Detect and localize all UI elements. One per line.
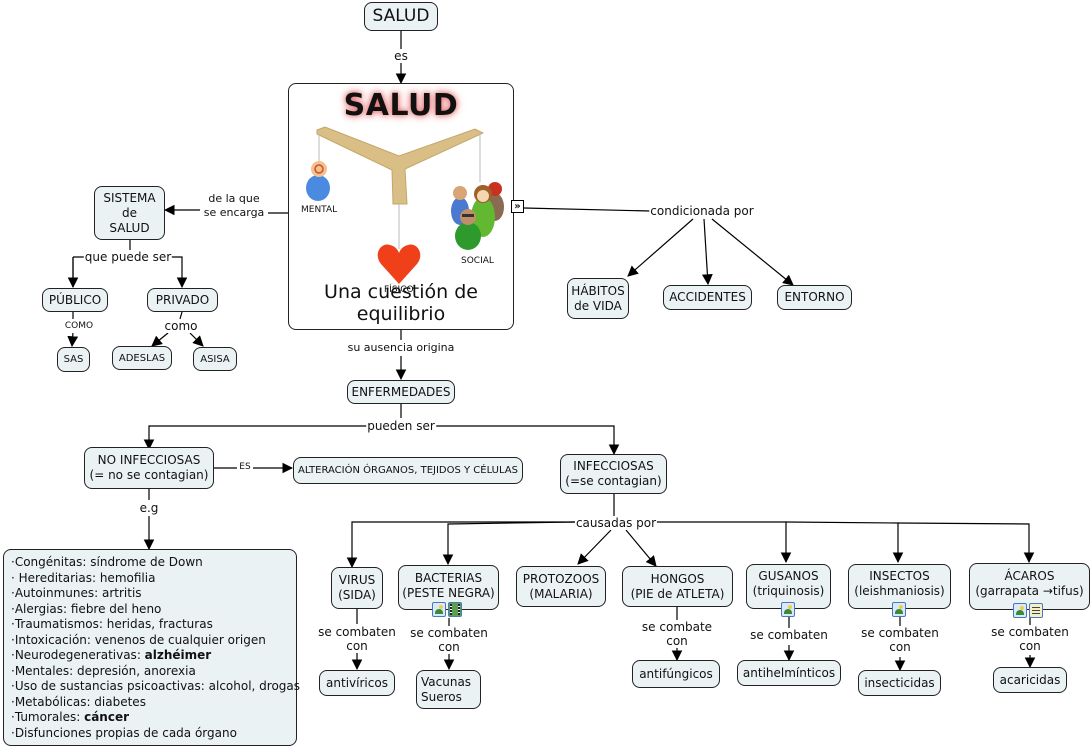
link-label-gusanos-combat: se combaten	[749, 628, 829, 642]
concept-asisa[interactable]: ASISA	[193, 347, 237, 371]
central-title: SALUD	[343, 88, 459, 123]
heart-icon	[377, 244, 421, 284]
expand-icon[interactable]: »	[511, 200, 524, 213]
concept-alteracion[interactable]: ALTERACIÓN ÓRGANOS, TEJIDOS Y CÉLULAS	[293, 457, 523, 484]
example-item: ·Traumatismos: heridas, fracturas	[11, 617, 213, 631]
example-item: ·Disfunciones propias de cada órgano	[11, 725, 237, 740]
concept-sistema-salud[interactable]: SISTEMA de SALUD	[94, 186, 165, 240]
mental-person-icon	[306, 161, 330, 201]
balance-mobile-image	[306, 126, 504, 284]
concept-protozoos[interactable]: PROTOZOOS (MALARIA)	[516, 566, 606, 607]
concept-insecticidas[interactable]: insecticidas	[858, 670, 941, 696]
image-resource-icon[interactable]	[781, 602, 795, 617]
link-como-sas	[72, 312, 73, 346]
concept-salud-central[interactable]: SALUD MENTAL FÍSICO SOCIAL Una cuestió	[288, 83, 514, 330]
concept-antiviricos[interactable]: antivíricos	[319, 670, 395, 696]
concept-antifungicos[interactable]: antifúngicos	[632, 660, 720, 688]
link-label-causadas-por: causadas por	[574, 516, 658, 530]
example-item: ·Autoinmunes: artritis	[11, 586, 142, 600]
link-pueden-ser	[149, 404, 402, 449]
concept-accidentes[interactable]: ACCIDENTES	[663, 285, 752, 310]
link-label-insectos-combat: se combaten con	[860, 626, 940, 654]
concept-entorno[interactable]: ENTORNO	[777, 285, 852, 310]
example-item: ·Alergias: fiebre del heno	[11, 601, 162, 616]
example-item: ·Uso de sustancias psicoactivas: alcohol…	[11, 679, 301, 693]
concept-hongos[interactable]: HONGOS (PIE de ATLETA)	[622, 566, 733, 607]
example-item: ·Congénitas: síndrome de Down	[11, 555, 203, 569]
link-label-como-lower: como	[163, 319, 199, 333]
link-label-eg: e.g	[138, 501, 160, 515]
example-item: ·Intoxicación: venenos de cualquier orig…	[11, 632, 266, 647]
image-resource-icon[interactable]	[1013, 603, 1027, 618]
link-label-bacterias-combat: se combaten con	[409, 626, 489, 654]
bacterias-resources	[432, 602, 462, 617]
link-como-asisa	[189, 332, 204, 347]
concept-acaricidas[interactable]: acaricidas	[993, 667, 1067, 693]
link-label-que-puede-ser: que puede ser	[83, 250, 173, 264]
example-item: ·Tumorales: cáncer	[11, 710, 130, 724]
image-resource-icon[interactable]	[892, 602, 906, 617]
image-resource-icon[interactable]	[432, 602, 446, 617]
insectos-resources	[892, 602, 906, 617]
example-item: ·Neurodegenerativas: alzhéimer	[11, 648, 212, 662]
link-label-virus-combat: se combaten con	[317, 625, 397, 653]
mental-label: MENTAL	[301, 205, 338, 215]
gusanos-resources	[781, 602, 795, 617]
acaros-resources	[1013, 603, 1043, 618]
link-label-su-ausencia: su ausencia origina	[346, 341, 456, 355]
link-label-hongos-combat: se combate con	[640, 620, 714, 648]
link-label-es: es	[393, 49, 409, 63]
central-subtitle: Una cuestión de equilibrio	[324, 281, 478, 325]
link-label-como-upper: COMO	[63, 319, 95, 333]
link-encarga	[165, 210, 288, 213]
document-resource-icon[interactable]	[1029, 603, 1043, 618]
concept-gusanos[interactable]: GUSANOS (triquinosis)	[746, 564, 831, 609]
concept-infecciosas[interactable]: INFECCIOSAS (=se contagian)	[560, 454, 667, 494]
concept-sas[interactable]: SAS	[57, 347, 90, 372]
example-item: · Hereditarias: hemofilia	[11, 570, 156, 585]
link-como-adeslas	[151, 332, 169, 347]
concept-vacunas-sueros[interactable]: Vacunas Sueros	[416, 670, 481, 709]
concept-acaros[interactable]: ÁCAROS (garrapata →tifus)	[969, 563, 1090, 610]
link-label-acaros-combat: se combaten con	[990, 625, 1070, 653]
link-label-condicionada-por: condicionada por	[649, 204, 755, 218]
social-group-icon	[451, 182, 504, 250]
concept-no-infecciosas[interactable]: NO INFECCIOSAS (= no se contagian)	[84, 447, 214, 489]
concept-antihelminticos[interactable]: antihelmínticos	[737, 660, 841, 686]
concept-adeslas[interactable]: ADESLAS	[112, 346, 172, 370]
link-condicionada	[523, 207, 651, 212]
social-label: SOCIAL	[461, 256, 494, 266]
concept-publico[interactable]: PÚBLICO	[42, 288, 108, 312]
link-label-es-upper: ES	[238, 460, 252, 474]
example-item: ·Metabólicas: diabetes	[11, 694, 146, 709]
concept-virus[interactable]: VIRUS (SIDA)	[331, 567, 383, 609]
link-label-de-la-que: de la que se encarga	[202, 192, 266, 220]
concept-enfermedades[interactable]: ENFERMEDADES	[347, 380, 455, 404]
concept-salud-top[interactable]: SALUD	[364, 2, 438, 31]
example-item: ·Mentales: depresión, anorexia	[11, 663, 196, 678]
concept-privado[interactable]: PRIVADO	[147, 288, 218, 312]
fisico-label: FÍSICO	[384, 285, 414, 295]
link-label-pueden-ser: pueden ser	[366, 419, 436, 433]
video-resource-icon[interactable]	[448, 602, 462, 617]
concept-habitos-vida[interactable]: HÁBITOS de VIDA	[567, 278, 629, 319]
concept-examples-list[interactable]: ·Congénitas: síndrome de Down · Heredita…	[3, 549, 301, 746]
